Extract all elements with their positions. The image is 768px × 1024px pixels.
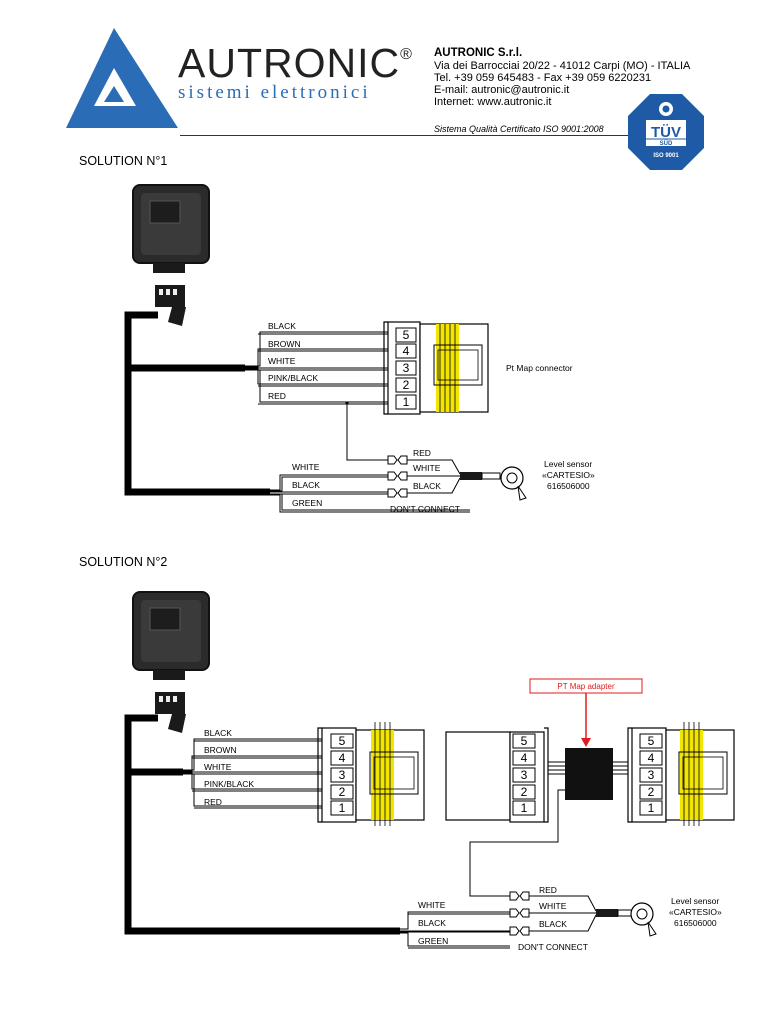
right-pin-1: 1 — [648, 801, 655, 815]
lower-wire-white: WHITE — [292, 462, 320, 472]
pin-3: 3 — [339, 768, 346, 782]
wire-label-white: WHITE — [268, 356, 296, 366]
spade-terminals — [387, 455, 408, 498]
pin-1: 1 — [403, 395, 410, 409]
solution-1-title: SOLUTION N°1 — [79, 154, 168, 168]
wire-label-white: WHITE — [204, 762, 232, 772]
pin-5: 5 — [403, 328, 410, 342]
pt-map-connector-label: Pt Map connector — [506, 363, 573, 373]
sensor-wire-red: RED — [539, 885, 557, 895]
pt-map-adapter-box — [565, 748, 613, 800]
pin-4: 4 — [339, 751, 346, 765]
lower-wire-black: BLACK — [292, 480, 320, 490]
pin-2: 2 — [339, 785, 346, 799]
solution-2-diagram: BLACK BROWN WHITE PINK/BLACK RED 5 4 3 2… — [124, 591, 735, 952]
wire-label-red: RED — [268, 391, 286, 401]
level-sensor-icon — [460, 466, 527, 501]
ecu-plug-icon — [155, 285, 186, 326]
right-pin-4: 4 — [648, 751, 655, 765]
right-pin-2: 2 — [648, 785, 655, 799]
sensor-label-1: Level sensor — [671, 896, 719, 906]
pin-3: 3 — [403, 361, 410, 375]
level-sensor-icon — [596, 902, 657, 937]
pt-map-connector — [627, 722, 735, 826]
adapter-pin-5: 5 — [521, 734, 528, 748]
right-pin-3: 3 — [648, 768, 655, 782]
arrow-down-icon — [581, 738, 591, 747]
sud-text: SÜD — [660, 140, 673, 147]
ecu-side-connector — [317, 722, 425, 826]
pin-4: 4 — [403, 344, 410, 358]
lower-wire-green: GREEN — [292, 498, 322, 508]
lower-wire-black: BLACK — [418, 918, 446, 928]
pin-2: 2 — [403, 378, 410, 392]
sensor-wire-white: WHITE — [413, 463, 441, 473]
header-divider — [180, 135, 632, 136]
pt-map-connector — [383, 321, 489, 415]
sensor-wire-black: BLACK — [413, 481, 441, 491]
lower-wire-white: WHITE — [418, 900, 446, 910]
lower-wire-green: GREEN — [418, 936, 448, 946]
tuv-badge-icon: TÜV SÜD ISO 9001 — [628, 94, 704, 170]
spade-terminals — [509, 891, 530, 936]
quality-certification: Sistema Qualità Certificato ISO 9001:200… — [434, 124, 604, 134]
pin-1: 1 — [339, 801, 346, 815]
right-pin-5: 5 — [648, 734, 655, 748]
company-name: AUTRONIC S.r.l. — [434, 47, 523, 59]
dont-connect-label: DON'T CONNECT — [518, 942, 588, 952]
pt-map-adapter-label: PT Map adapter — [557, 682, 615, 691]
adapter-pin-3: 3 — [521, 768, 528, 782]
sensor-wire-red: RED — [413, 448, 431, 458]
wire-label-brown: BROWN — [204, 745, 237, 755]
company-phone: Tel. +39 059 645483 - Fax +39 059 622023… — [434, 72, 652, 84]
autronic-logo-icon — [66, 28, 178, 128]
sensor-label-1: Level sensor — [544, 459, 592, 469]
sensor-label-2: «CARTESIO» — [542, 470, 595, 480]
adapter-pin-1: 1 — [521, 801, 528, 815]
company-address: Via dei Barrocciai 20/22 - 41012 Carpi (… — [434, 60, 691, 72]
wire-label-pink-black: PINK/BLACK — [268, 373, 318, 383]
company-email: E-mail: autronic@autronic.it — [434, 84, 570, 96]
sensor-label-3: 616506000 — [674, 918, 717, 928]
sensor-label-2: «CARTESIO» — [669, 907, 722, 917]
sensor-label-3: 616506000 — [547, 481, 590, 491]
sensor-wire-white: WHITE — [539, 901, 567, 911]
ecu-plug-icon — [155, 692, 186, 733]
wire-label-red: RED — [204, 797, 222, 807]
sensor-wire-black: BLACK — [539, 919, 567, 929]
brand-tagline: sistemi elettronici — [178, 82, 371, 103]
ecu-unit-icon — [132, 184, 210, 273]
dont-connect-label: DON'T CONNECT — [390, 504, 460, 514]
adapter-female-connector — [445, 727, 549, 823]
wire-label-brown: BROWN — [268, 339, 301, 349]
solution-2-title: SOLUTION N°2 — [79, 555, 168, 569]
brand-name: AUTRONIC® — [178, 40, 413, 86]
tuv-text: TÜV — [651, 124, 681, 141]
wire-label-black: BLACK — [204, 728, 232, 738]
pin-5: 5 — [339, 734, 346, 748]
adapter-pin-4: 4 — [521, 751, 528, 765]
wire-label-black: BLACK — [268, 321, 296, 331]
adapter-pin-2: 2 — [521, 785, 528, 799]
iso-badge-text: ISO 9001 — [653, 153, 679, 159]
ecu-unit-icon — [132, 591, 210, 680]
wire-label-pink-black: PINK/BLACK — [204, 779, 254, 789]
solution-1-diagram: BLACK BROWN WHITE PINK/BLACK RED 5 4 3 2… — [124, 184, 595, 514]
company-internet: Internet: www.autronic.it — [434, 96, 552, 108]
